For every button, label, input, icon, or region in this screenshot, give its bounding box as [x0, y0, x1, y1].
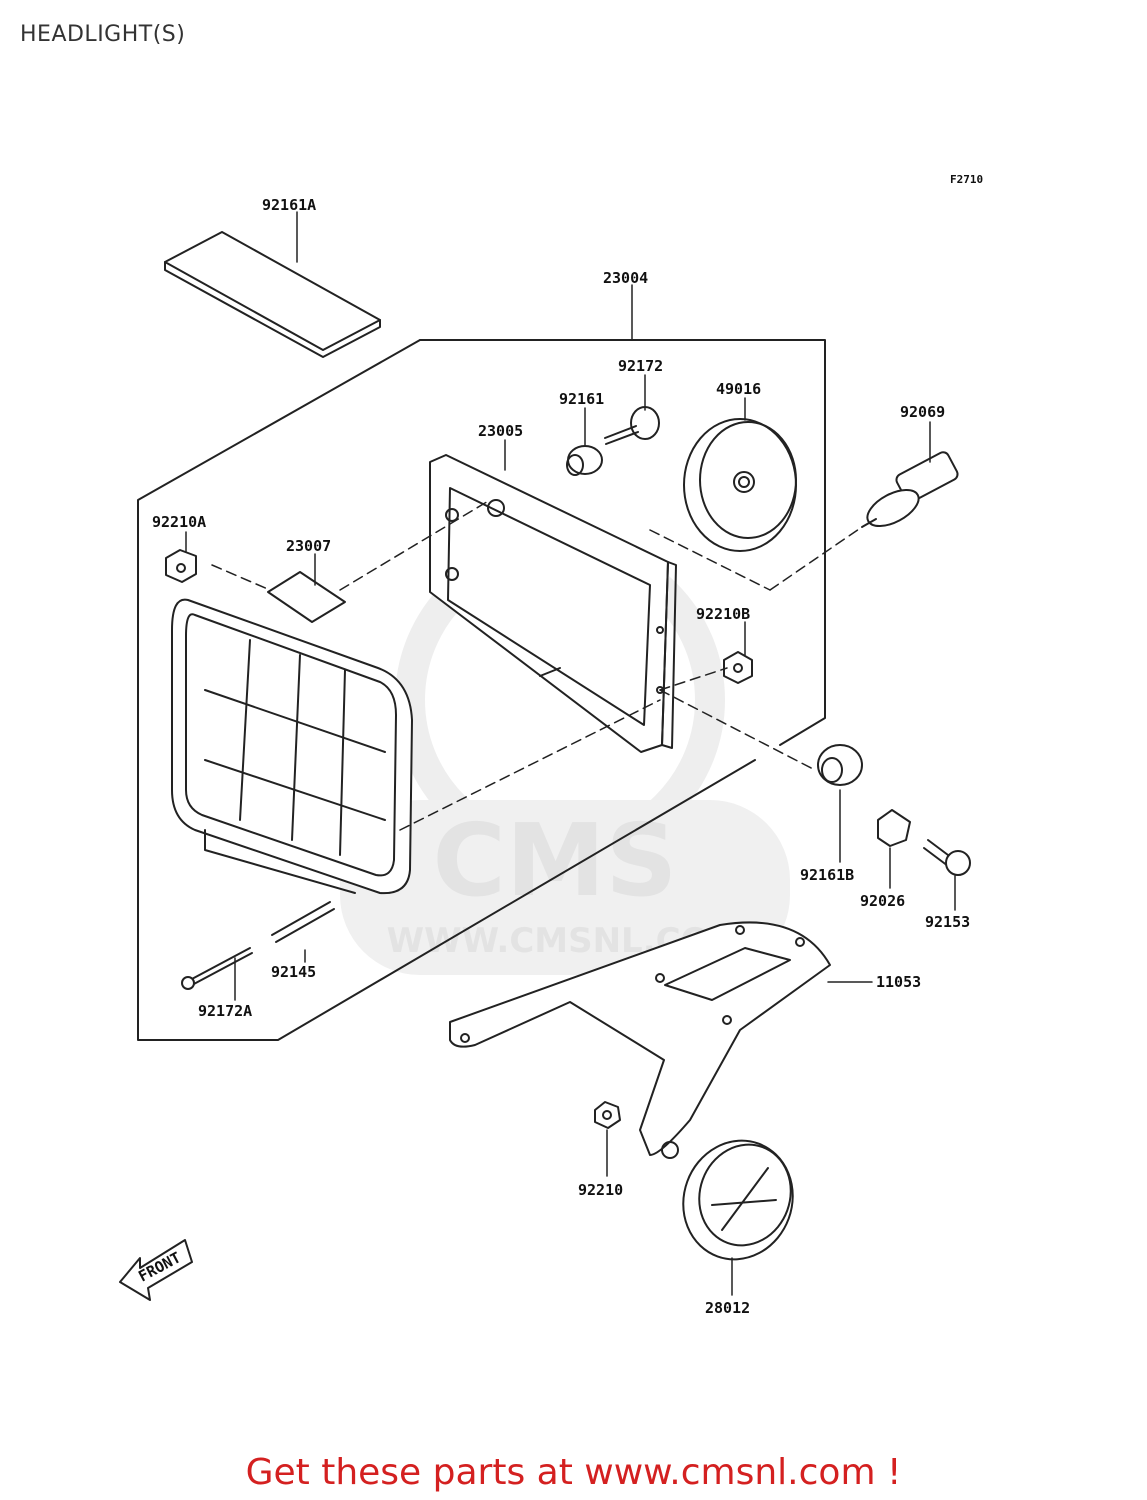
pad-92161a [164, 231, 381, 358]
collar-92026 [877, 809, 911, 847]
socket-cover-49016 [683, 418, 797, 552]
promo-link[interactable]: Get these parts at www.cmsnl.com ! [245, 1452, 902, 1493]
bulb-92069 [861, 451, 959, 528]
figure-id: F2710 [950, 173, 983, 186]
rim-23005 [429, 454, 677, 753]
label-23005: 23005 [478, 422, 523, 440]
screw-92172a [181, 947, 253, 990]
watermark: CMS WWW.CMSNL.COM [340, 535, 790, 975]
label-92172a: 92172A [198, 1002, 252, 1020]
front-arrow-icon [119, 1239, 193, 1301]
screw-92172 [604, 406, 660, 445]
bracket-11053 [449, 921, 831, 1159]
nut-92210 [594, 1101, 621, 1129]
spring-92145 [271, 901, 335, 943]
watermark-brand: CMS [433, 802, 678, 919]
rubber-92161 [566, 445, 603, 476]
nut-92210b [723, 651, 753, 684]
label-11053: 11053 [876, 973, 921, 991]
bolt-92153 [923, 839, 971, 876]
label-92210b: 92210B [696, 605, 750, 623]
label-92069: 92069 [900, 403, 945, 421]
nut-92210a [165, 549, 197, 583]
label-92153: 92153 [925, 913, 970, 931]
label-92161b: 92161B [800, 866, 854, 884]
label-49016: 49016 [716, 380, 761, 398]
label-23007: 23007 [286, 537, 331, 555]
label-92172: 92172 [618, 357, 663, 375]
label-23004: 23004 [603, 269, 648, 287]
headlight-unit-23007 [171, 571, 413, 895]
parts-diagram: CMS WWW.CMSNL.COM F2710 [119, 173, 983, 1317]
assembly-outline [419, 339, 826, 746]
reflector-28012 [682, 1139, 794, 1261]
label-92145: 92145 [271, 963, 316, 981]
label-28012: 28012 [705, 1299, 750, 1317]
label-92161: 92161 [559, 390, 604, 408]
label-92161a: 92161A [262, 196, 316, 214]
page-title: HEADLIGHT(S) [20, 22, 186, 47]
leader-lines [185, 211, 956, 1296]
label-92026: 92026 [860, 892, 905, 910]
label-92210: 92210 [578, 1181, 623, 1199]
grommet-92161b [817, 744, 863, 786]
label-92210a: 92210A [152, 513, 206, 531]
